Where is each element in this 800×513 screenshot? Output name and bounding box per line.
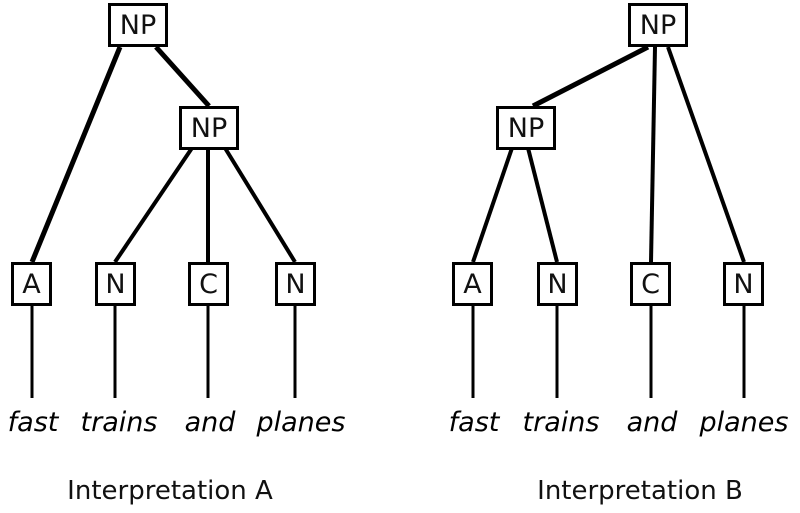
tree-edge [649,46,657,263]
tree-edge [154,45,211,108]
tree-node-a-pos-n1: N [95,262,136,306]
tree-caption-interpretation-a: Interpretation A [67,476,273,506]
leaf-word-a-word-trains: trains [80,407,158,438]
tree-node-label: N [733,268,754,300]
tree-node-label: NP [639,9,677,41]
tree-node-label: NP [190,112,228,144]
tree-edge [531,44,650,109]
tree-node-b-pos-n1: N [537,262,578,306]
tree-node-a-pos-n2: N [275,262,316,306]
tree-node-label: N [547,268,568,300]
tree-node-label: C [641,268,660,300]
tree-node-b-pos-a: A [452,262,493,306]
tree-caption-interpretation-b: Interpretation B [537,476,743,506]
tree-edge [29,46,123,263]
tree-node-a-np-inner: NP [179,106,239,150]
leaf-word-a-word-planes: planes [256,407,346,438]
tree-node-a-pos-a: A [11,262,52,306]
tree-node-label: N [285,268,306,300]
tree-node-b-np-root: NP [628,3,688,47]
tree-node-label: C [199,268,218,300]
leaf-word-b-word-and: and [626,407,678,438]
tree-edge [666,46,746,263]
tree-node-label: NP [119,9,157,41]
tree-node-a-pos-c: C [188,262,229,306]
tree-edge [471,147,514,263]
tree-edge [526,147,559,263]
tree-edge [223,146,297,264]
tree-node-label: A [22,268,41,300]
leaf-word-a-word-fast: fast [7,407,59,438]
tree-node-b-np-inner: NP [496,106,556,150]
tree-node-label: NP [507,112,545,144]
leaf-word-b-word-planes: planes [699,407,789,438]
tree-node-b-pos-c: C [630,262,671,306]
leaf-word-a-word-and: and [184,407,236,438]
tree-node-label: A [463,268,482,300]
tree-node-label: N [105,268,126,300]
leaf-word-b-word-fast: fast [448,407,500,438]
leaf-word-b-word-trains: trains [522,407,600,438]
tree-node-a-np-root: NP [108,3,168,47]
tree-node-b-pos-n2: N [723,262,764,306]
tree-edge [113,146,194,264]
